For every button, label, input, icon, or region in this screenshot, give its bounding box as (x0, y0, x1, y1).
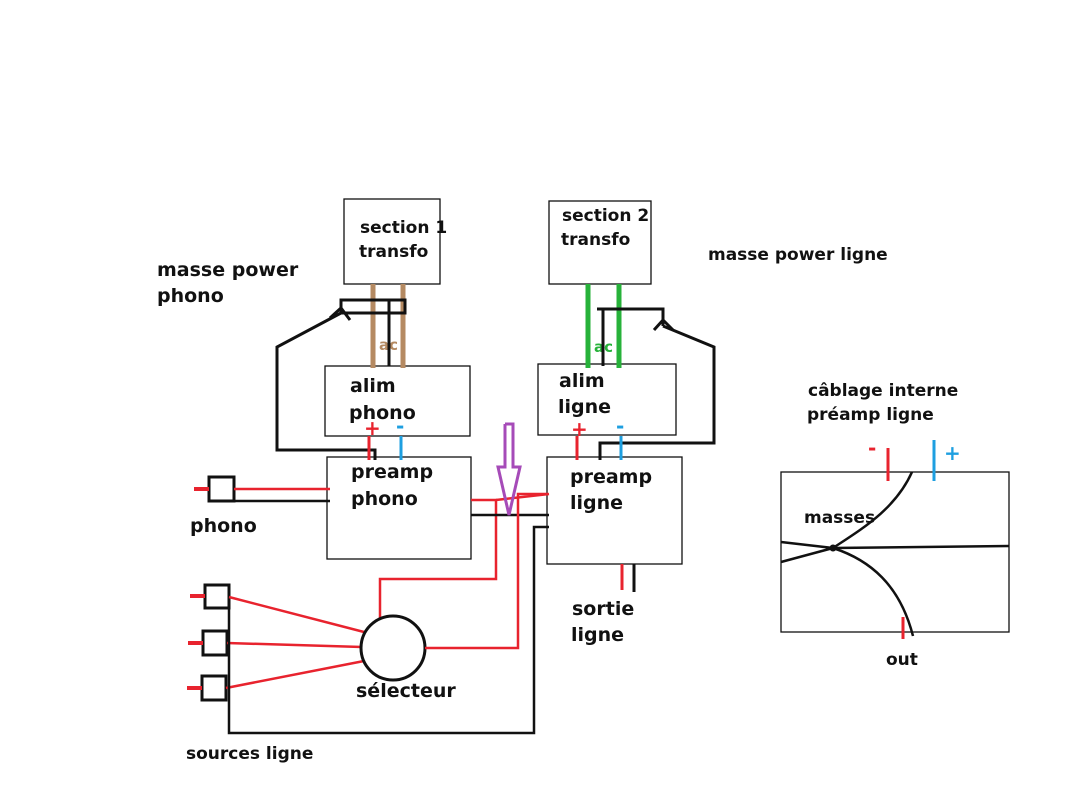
sortie-ligne-label-line1: sortie (572, 598, 634, 620)
preamp-ligne-box (546, 456, 683, 565)
selecteur-circle (359, 614, 427, 682)
alim-phono-box (324, 365, 471, 437)
source-ligne-wires (225, 595, 365, 690)
section-2-transfo-box (548, 200, 652, 285)
masses-star-ground-wires (780, 471, 1010, 637)
source-ligne-connector-3 (187, 674, 228, 702)
alim-phono-label-line1: alim (350, 375, 396, 397)
preamp-phono-label-line2: phono (351, 488, 418, 510)
preamp-phono-label-line1: preamp (351, 461, 433, 483)
masses-label: masses (804, 508, 875, 528)
minus-sign-ligne: - (616, 414, 624, 438)
alim-phono-label-line2: phono (349, 402, 416, 424)
minus-sign-phono: - (396, 414, 404, 438)
cablage-plus-sign: + (944, 441, 961, 465)
out-label: out (886, 650, 918, 670)
supply-leads-phono (367, 436, 403, 460)
cablage-interne-supply-leads (886, 440, 936, 481)
supply-leads-ligne (575, 436, 623, 460)
plus-sign-ligne: + (571, 417, 588, 441)
alim-ligne-label-line2: ligne (558, 396, 611, 418)
preamp-phono-box (326, 456, 472, 560)
section-2-label-line1: section 2 (562, 206, 649, 226)
ac-wires-ligne (585, 284, 622, 368)
common-ground-wire (227, 525, 549, 735)
phono-input-wires (234, 487, 330, 503)
masse-power-phono-label-line1: masse power (157, 259, 299, 281)
preamp-ligne-label-line1: preamp (570, 466, 652, 488)
section-1-label-line1: section 1 (360, 218, 447, 238)
sortie-ligne-leads (620, 564, 636, 592)
down-arrow-icon (496, 422, 522, 516)
section-1-transfo-box (343, 198, 441, 285)
cablage-interne-label-line1: câblage interne (808, 381, 958, 401)
phono-input-connector (194, 475, 236, 503)
cablage-minus-sign: - (868, 436, 876, 460)
alim-ligne-label-line1: alim (559, 370, 605, 392)
section-1-label-line2: transfo (359, 242, 428, 262)
phono-label: phono (190, 515, 257, 537)
ac-wires-phono (370, 284, 406, 368)
masse-power-phono-wire (275, 298, 407, 460)
cablage-interne-label-line2: préamp ligne (807, 405, 934, 425)
sources-ligne-label: sources ligne (186, 744, 313, 764)
selecteur-label: sélecteur (356, 680, 456, 702)
source-ligne-connector-1 (190, 583, 231, 610)
preamp-ligne-label-line2: ligne (570, 492, 623, 514)
plus-sign-phono: + (364, 416, 381, 440)
source-ligne-connector-2 (188, 629, 229, 657)
masse-power-ligne-wire (597, 307, 716, 460)
masse-power-ligne-label: masse power ligne (708, 245, 888, 265)
selecteur-output-wire (425, 492, 548, 650)
star-ground-node (829, 544, 837, 552)
alim-ligne-box (537, 363, 677, 436)
sortie-ligne-label-line2: ligne (571, 624, 624, 646)
section-2-label-line2: transfo (561, 230, 630, 250)
masse-power-phono-label-line2: phono (157, 285, 224, 307)
